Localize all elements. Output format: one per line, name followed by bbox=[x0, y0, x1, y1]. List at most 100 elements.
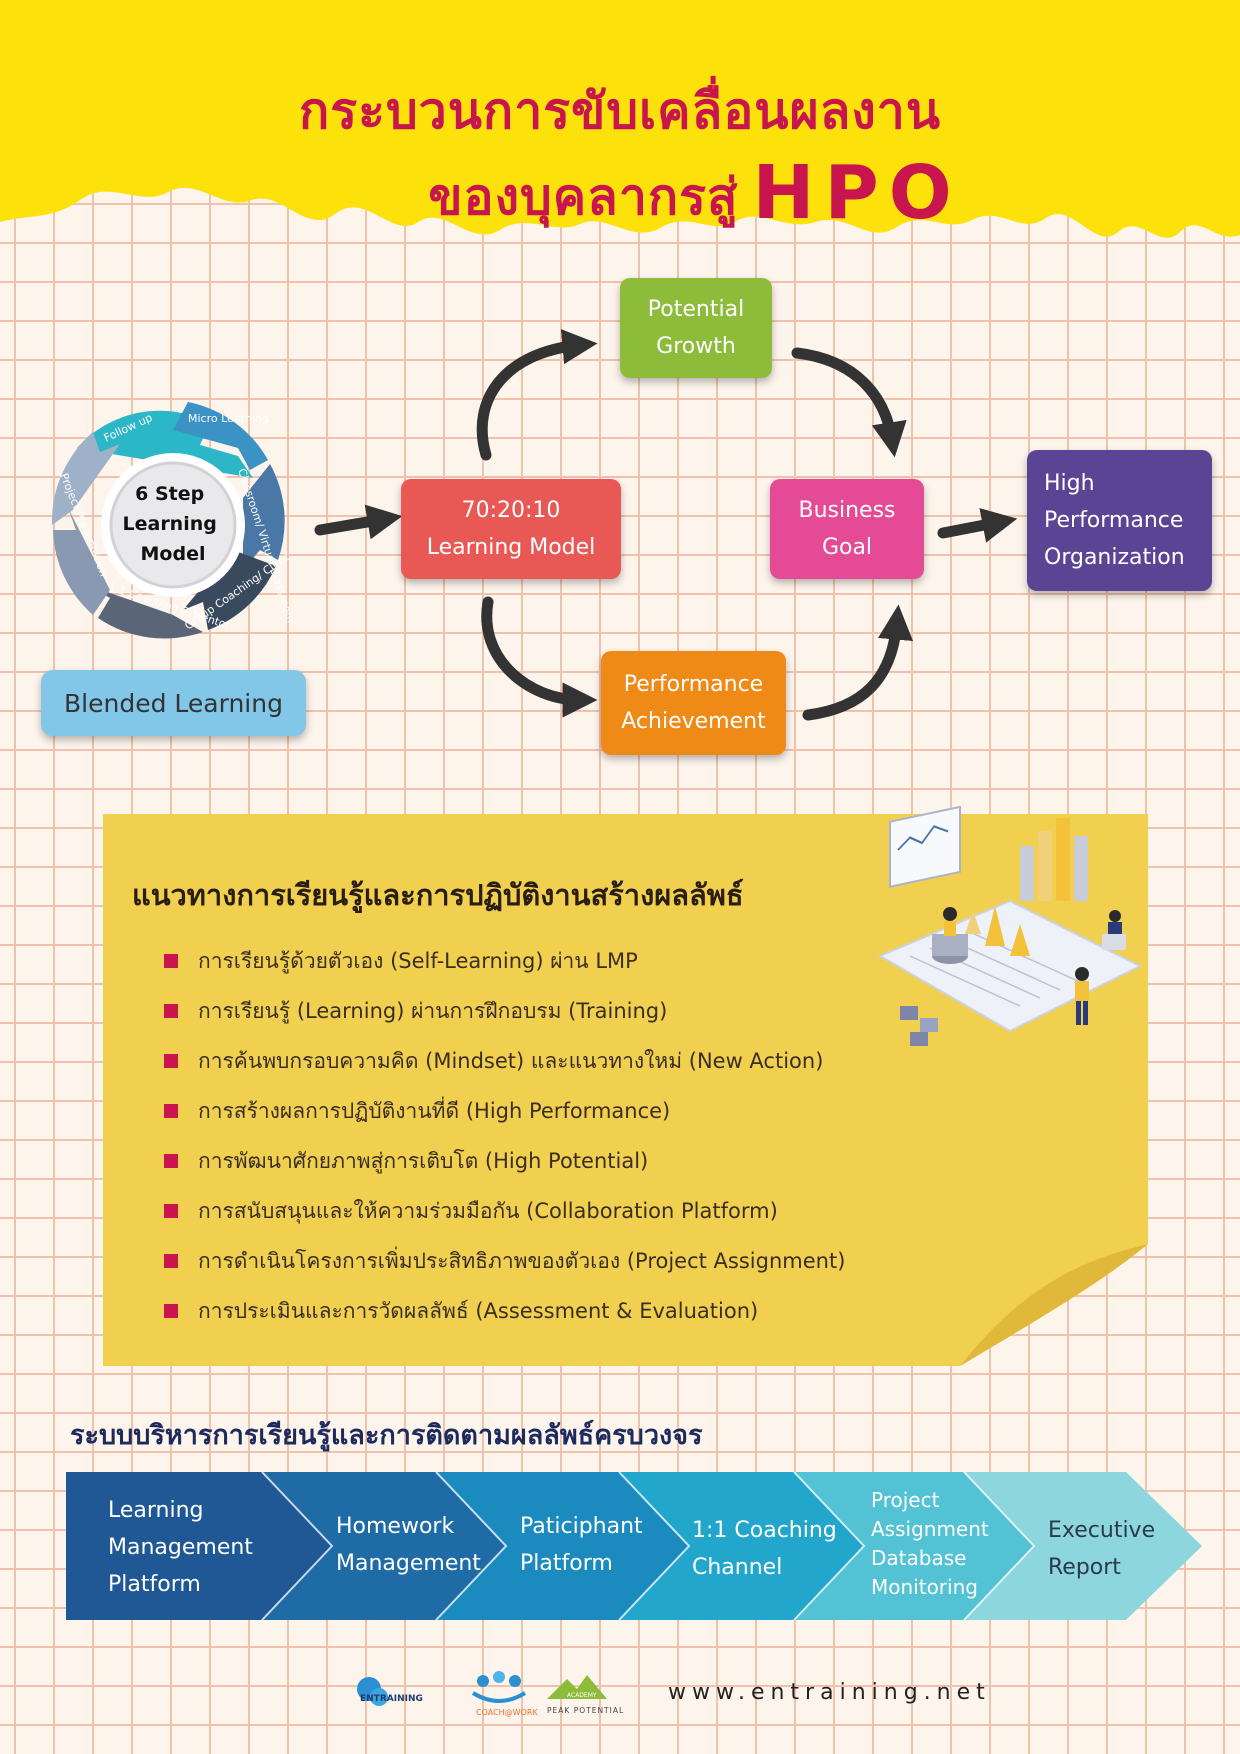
guideline-item: การเรียนรู้ด้วยตัวเอง (Self-Learning) ผ่… bbox=[164, 936, 845, 986]
guideline-item: การสนับสนุนและให้ความร่วมมือกัน (Collabo… bbox=[164, 1186, 845, 1236]
guideline-item-text: การดำเนินโครงการเพิ่มประสิทธิภาพของตัวเอ… bbox=[198, 1248, 846, 1273]
bullet-icon bbox=[164, 1154, 178, 1168]
cycle-center-line3: Model bbox=[141, 543, 206, 565]
business-line2: Goal bbox=[821, 535, 873, 560]
chevron-6-line1: Executive bbox=[1048, 1518, 1156, 1543]
coach-at-work-logo: COACH@WORK bbox=[471, 1671, 538, 1717]
chevron-3-line2: Platform bbox=[520, 1551, 613, 1576]
page-title-line2: ของบุคลากรสู่HPO bbox=[0, 150, 1240, 237]
chevron-3 bbox=[436, 1472, 689, 1620]
chevron-1-line1: Learning bbox=[108, 1498, 204, 1523]
chevron-6 bbox=[964, 1472, 1202, 1620]
chevron-4-line1: 1:1 Coaching bbox=[692, 1518, 837, 1543]
potential-line2: Growth bbox=[656, 334, 736, 359]
guideline-item: การเรียนรู้ (Learning) ผ่านการฝึกอบรม (T… bbox=[164, 986, 845, 1036]
chevron-3-line1: Paticiphant bbox=[520, 1514, 643, 1539]
analytics-illustration bbox=[877, 806, 1143, 1046]
logo-academy-text: ACADEMY bbox=[567, 1692, 597, 1699]
chevron-1 bbox=[66, 1472, 332, 1620]
performance-line1: Performance bbox=[623, 672, 764, 697]
bullet-icon bbox=[164, 1204, 178, 1218]
cycle-ring bbox=[51, 402, 285, 639]
chevron-5 bbox=[794, 1472, 1034, 1620]
blended-learning-box: Blended Learning bbox=[41, 670, 306, 736]
hpo-line3: Organization bbox=[1044, 545, 1185, 570]
bullet-icon bbox=[164, 1304, 178, 1318]
arrow-model-to-potential bbox=[476, 329, 598, 461]
guideline-list: การเรียนรู้ด้วยตัวเอง (Self-Learning) ผ่… bbox=[164, 936, 845, 1336]
chevron-6-line2: Report bbox=[1048, 1555, 1121, 1580]
page-title-line1: กระบวนการขับเคลื่อนผลงาน bbox=[298, 82, 942, 140]
guideline-item-text: การประเมินและการวัดผลลัพธ์ (Assessment &… bbox=[198, 1298, 759, 1323]
guideline-panel bbox=[103, 814, 1148, 1366]
chevron-label-executive: Executive Report bbox=[1048, 1512, 1155, 1586]
chevron-label-homework: Homework Management bbox=[336, 1508, 481, 1582]
guideline-item-text: การสร้างผลการปฏิบัติงานที่ดี (High Perfo… bbox=[198, 1098, 671, 1123]
footer-url[interactable]: www.entraining.net bbox=[668, 1680, 991, 1705]
six-step-cycle: 6 Step Learning Model Follow up Micro Le… bbox=[51, 402, 297, 639]
guideline-title: แนวทางการเรียนรู้และการปฏิบัติงานสร้างผล… bbox=[132, 878, 744, 912]
bullet-icon bbox=[164, 1104, 178, 1118]
guideline-item: การดำเนินโครงการเพิ่มประสิทธิภาพของตัวเอ… bbox=[164, 1236, 845, 1286]
arrow-cycle-to-model bbox=[314, 504, 403, 540]
learning-model-line1: 70:20:10 bbox=[461, 498, 561, 523]
logo-peak-text: PEAK POTENTIAL bbox=[547, 1706, 624, 1715]
step-micro-learning: Micro Learning bbox=[188, 412, 269, 425]
chevron-label-coaching: 1:1 Coaching Channel bbox=[692, 1512, 837, 1586]
hpo-line2: Performance bbox=[1044, 508, 1184, 533]
bullet-icon bbox=[164, 1054, 178, 1068]
chevron-2-line2: Management bbox=[336, 1551, 481, 1576]
header-banner bbox=[0, 0, 1240, 238]
chevron-5-line4: Monitoring bbox=[871, 1575, 978, 1599]
chevron-4-line2: Channel bbox=[692, 1555, 783, 1580]
chevron-label-project: Project Assignment Database Monitoring bbox=[871, 1486, 989, 1602]
chevron-4 bbox=[619, 1472, 864, 1620]
guideline-item: การพัฒนาศักยภาพสู่การเติบโต (High Potent… bbox=[164, 1136, 845, 1186]
guideline-item-text: การสนับสนุนและให้ความร่วมมือกัน (Collabo… bbox=[198, 1198, 778, 1223]
guideline-item-text: การค้นพบกรอบความคิด (Mindset) และแนวทางใ… bbox=[198, 1048, 824, 1073]
business-line1: Business bbox=[798, 498, 896, 523]
title-line2-text: ของบุคลากรสู่ bbox=[428, 168, 739, 226]
arrow-business-to-hpo bbox=[937, 508, 1018, 543]
learning-model-line2: Learning Model bbox=[426, 535, 596, 560]
cycle-center-line2: Learning bbox=[123, 513, 217, 535]
guideline-item-text: การพัฒนาศักยภาพสู่การเติบโต (High Potent… bbox=[198, 1148, 649, 1173]
chevron-5-line2: Assignment bbox=[871, 1517, 989, 1541]
chevron-2 bbox=[262, 1472, 506, 1620]
guideline-item: การสร้างผลการปฏิบัติงานที่ดี (High Perfo… bbox=[164, 1086, 845, 1136]
guideline-item-text: การเรียนรู้ (Learning) ผ่านการฝึกอบรม (T… bbox=[198, 998, 668, 1023]
performance-line2: Achievement bbox=[621, 709, 766, 734]
bullet-icon bbox=[164, 1254, 178, 1268]
flow-arrows bbox=[314, 329, 1018, 721]
bullet-icon bbox=[164, 954, 178, 968]
logo-coach-text: COACH@WORK bbox=[476, 1708, 538, 1717]
system-chevron-flow bbox=[66, 1472, 1202, 1620]
chevron-5-line3: Database bbox=[871, 1546, 967, 1570]
entraining-logo: ENTRAINING bbox=[357, 1677, 423, 1706]
chevron-5-line1: Project bbox=[871, 1488, 940, 1512]
bullet-icon bbox=[164, 1004, 178, 1018]
title-hpo: HPO bbox=[752, 150, 962, 236]
cycle-center-line1: 6 Step bbox=[135, 483, 204, 505]
footer-logos: ENTRAINING COACH@WORK ACADEMY PEAK POTEN… bbox=[357, 1671, 624, 1717]
chevron-1-line2: Management bbox=[108, 1535, 253, 1560]
guideline-item: การประเมินและการวัดผลลัพธ์ (Assessment &… bbox=[164, 1286, 845, 1336]
chevron-label-participant: Paticiphant Platform bbox=[520, 1508, 643, 1582]
arrow-model-to-performance bbox=[481, 596, 598, 718]
chevron-label-lmp: Learning Management Platform bbox=[108, 1492, 253, 1603]
arrow-potential-to-business bbox=[791, 347, 907, 458]
hpo-line1: High bbox=[1044, 471, 1095, 496]
chevron-1-line3: Platform bbox=[108, 1572, 201, 1597]
potential-line1: Potential bbox=[647, 297, 745, 322]
logo-entraining-text: ENTRAINING bbox=[360, 1694, 423, 1704]
peak-potential-logo: ACADEMY PEAK POTENTIAL bbox=[547, 1675, 624, 1715]
guideline-item-text: การเรียนรู้ด้วยตัวเอง (Self-Learning) ผ่… bbox=[198, 948, 638, 973]
system-title: ระบบบริหารการเรียนรู้และการติดตามผลลัพธ์… bbox=[70, 1420, 703, 1451]
chevron-2-line1: Homework bbox=[336, 1514, 455, 1539]
svg-text:6 Step Learning Model: 6 Step Learning Model bbox=[123, 483, 224, 565]
